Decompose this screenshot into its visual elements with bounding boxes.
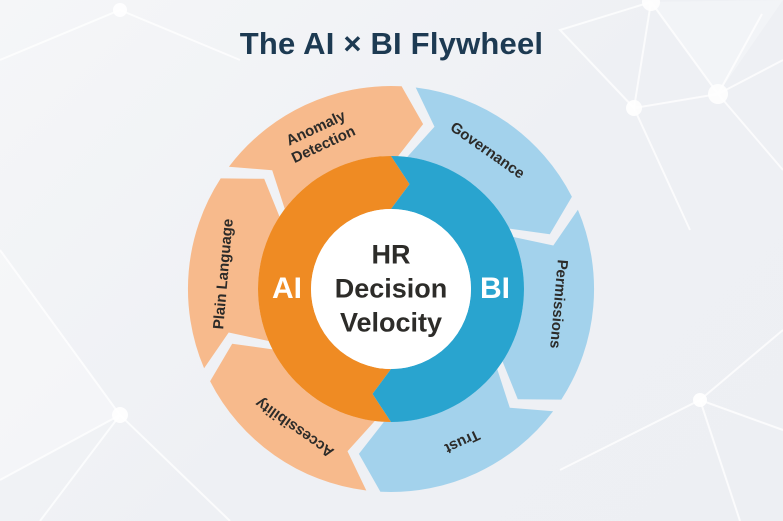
- inner-half-bi: [372, 156, 524, 422]
- segment-permissions: [502, 209, 595, 400]
- segment-plain-language: [187, 178, 280, 369]
- segment-trust: [358, 369, 554, 492]
- page-title: The AI × BI Flywheel: [239, 26, 544, 61]
- segment-accessibility: [210, 343, 375, 491]
- center-hub-label: HR Decision Velocity: [334, 239, 448, 337]
- center-circle: [311, 209, 471, 369]
- inner-half-ai: [258, 156, 410, 422]
- inner-half-label: AI: [272, 272, 302, 305]
- segment-governance: [407, 87, 572, 235]
- segment-anomaly-detection: [228, 86, 424, 209]
- inner-half-label: BI: [480, 272, 510, 305]
